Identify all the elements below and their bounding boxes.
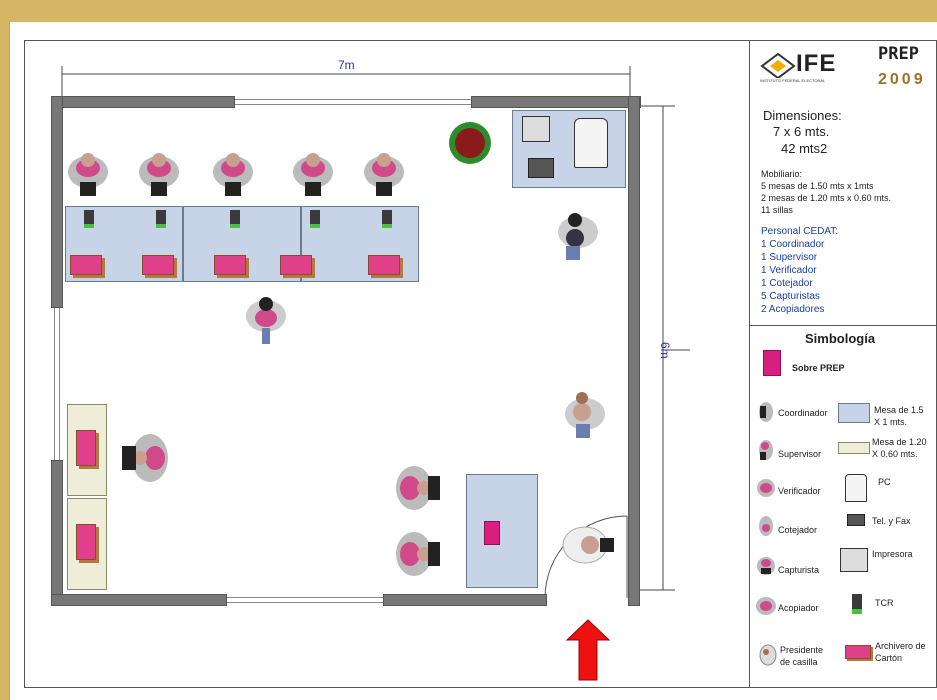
pc-icon bbox=[574, 118, 608, 168]
prep-logo: PREP 2009 bbox=[878, 44, 937, 92]
prep-logo-text: PREP bbox=[878, 44, 919, 64]
legend-envelope-icon bbox=[763, 350, 781, 376]
window-left bbox=[54, 308, 60, 460]
legend-capturista: Capturista bbox=[778, 565, 820, 575]
legend-supervisor: Supervisor bbox=[778, 449, 822, 459]
reception-table bbox=[466, 474, 538, 588]
tcr-icon bbox=[156, 210, 166, 228]
legend-title: Simbología bbox=[805, 331, 876, 346]
legend-presidente-1: Presidente bbox=[780, 645, 824, 655]
legend-verificador: Verificador bbox=[778, 486, 821, 496]
wall-right bbox=[628, 96, 640, 606]
tcr-icon bbox=[310, 210, 320, 228]
prep-logo-year: 2009 bbox=[878, 71, 926, 88]
dimensions-value: 7 x 6 mts. bbox=[773, 124, 830, 139]
legend-mesa2-2: X 0.60 mts. bbox=[872, 449, 918, 459]
legend-fax-icon bbox=[847, 514, 865, 526]
cardboard-file-box bbox=[368, 255, 400, 275]
ife-logo: IFE INSTITUTO FEDERAL ELECTORAL bbox=[758, 48, 850, 88]
legend-archivero-2: Cartón bbox=[875, 653, 903, 663]
legend-sobre: Sobre PREP bbox=[792, 363, 845, 373]
staff-item: 1 Supervisor bbox=[761, 252, 818, 263]
wall-left-lower bbox=[51, 460, 63, 606]
ife-logo-subtitle: INSTITUTO FEDERAL ELECTORAL bbox=[760, 78, 826, 83]
wall-top-left bbox=[51, 96, 235, 108]
area-value: 42 mts2 bbox=[781, 141, 828, 156]
legend-coordinador: Coordinador bbox=[778, 408, 828, 418]
staff-item: 1 Coordinador bbox=[761, 239, 825, 250]
furniture-title: Mobiliario: bbox=[761, 169, 803, 179]
furniture-item: 5 mesas de 1.50 mts x 1mts bbox=[761, 181, 874, 191]
legend-printer-icon bbox=[840, 548, 868, 572]
ife-logo-text: IFE bbox=[796, 50, 837, 77]
dimensions-title: Dimensiones: bbox=[763, 108, 842, 123]
legend-mesa2-icon bbox=[838, 442, 870, 454]
staff-item: 5 Capturistas bbox=[761, 291, 820, 302]
wall-left-upper bbox=[51, 96, 63, 308]
cardboard-file-box bbox=[76, 430, 96, 466]
printer-icon bbox=[522, 116, 550, 142]
height-dimension-label: 6m bbox=[658, 342, 672, 359]
legend-acopiador: Acopiador bbox=[778, 603, 819, 613]
wall-bottom-right bbox=[383, 594, 547, 606]
cardboard-file-box bbox=[214, 255, 246, 275]
prep-envelope bbox=[484, 521, 500, 545]
legend-divider bbox=[749, 325, 937, 326]
tcr-icon bbox=[382, 210, 392, 228]
tcr-icon bbox=[230, 210, 240, 228]
legend-tel: Tel. y Fax bbox=[872, 516, 911, 526]
legend-tcr: TCR bbox=[875, 598, 894, 608]
plant-icon bbox=[455, 128, 485, 158]
legend-impresora: Impresora bbox=[872, 549, 913, 559]
furniture-item: 11 sillas bbox=[761, 205, 793, 215]
staff-title: Personal CEDAT: bbox=[761, 226, 839, 237]
top-banner bbox=[0, 0, 937, 22]
furniture-item: 2 mesas de 1.20 mts x 0.60 mts. bbox=[761, 193, 892, 203]
legend-tcr-icon bbox=[852, 594, 862, 614]
fax-icon bbox=[528, 158, 554, 178]
side-panel-divider bbox=[749, 40, 750, 688]
legend-pc-icon bbox=[845, 474, 867, 502]
legend-presidente-2: de casilla bbox=[780, 657, 818, 667]
legend-mesa1-icon bbox=[838, 403, 870, 423]
legend-cotejador: Cotejador bbox=[778, 525, 818, 535]
staff-item: 2 Acopiadores bbox=[761, 304, 825, 315]
width-dimension-label: 7m bbox=[338, 58, 355, 72]
cardboard-file-box bbox=[142, 255, 174, 275]
legend-mesa1-2: X 1 mts. bbox=[874, 417, 908, 427]
tcr-icon bbox=[84, 210, 94, 228]
legend-mesa2-1: Mesa de 1.20 bbox=[872, 437, 927, 447]
window-top bbox=[235, 99, 471, 105]
wall-top-right bbox=[471, 96, 641, 108]
wall-bottom-left bbox=[51, 594, 227, 606]
cardboard-file-box bbox=[70, 255, 102, 275]
cardboard-file-box bbox=[280, 255, 312, 275]
staff-item: 1 Verificador bbox=[761, 265, 817, 276]
legend-mesa1-1: Mesa de 1.5 bbox=[874, 405, 924, 415]
legend-archivero-icon bbox=[845, 645, 871, 659]
legend-archivero-1: Archivero de bbox=[875, 641, 926, 651]
legend-pc: PC bbox=[878, 477, 891, 487]
staff-item: 1 Cotejador bbox=[761, 278, 813, 289]
cardboard-file-box bbox=[76, 524, 96, 560]
window-bottom bbox=[227, 597, 383, 603]
